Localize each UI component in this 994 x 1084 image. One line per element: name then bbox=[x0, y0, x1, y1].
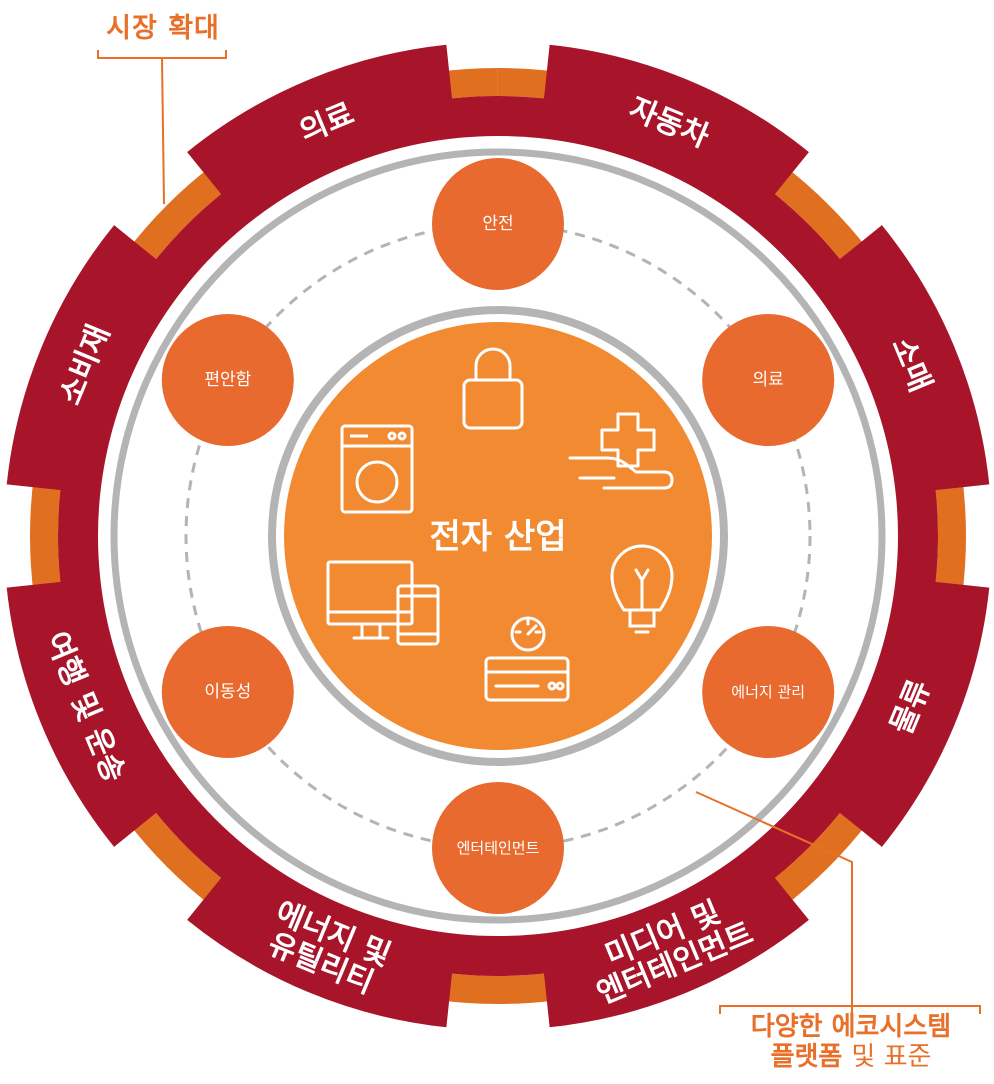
node-energy-management-circle bbox=[702, 626, 835, 758]
lightbulb-icon bbox=[610, 544, 674, 634]
outer-segment-logistics bbox=[808, 577, 990, 847]
meter-device-icon bbox=[484, 616, 570, 702]
node-mobility: 이동성 bbox=[161, 626, 294, 758]
node-mobility-label: 이동성 bbox=[204, 682, 251, 702]
node-safety-circle bbox=[432, 158, 564, 290]
outer-segment-medical bbox=[187, 44, 457, 226]
market-expansion-label: 시장 확대 bbox=[106, 13, 220, 44]
callout-lines bbox=[97, 50, 981, 1014]
devices-icon bbox=[326, 560, 440, 646]
node-medical-label: 의료 bbox=[753, 370, 784, 390]
market-callout-bracket bbox=[97, 50, 227, 59]
ecosystem-label-platform: 플랫폼 bbox=[770, 1042, 843, 1072]
gray-ring-inner bbox=[268, 306, 728, 766]
gray-ring-outer bbox=[110, 148, 886, 924]
node-entertainment-circle bbox=[432, 782, 564, 914]
outer-segment-automotive bbox=[539, 44, 809, 226]
ecosystem-callout-leader bbox=[695, 791, 853, 1014]
market-callout-leader bbox=[161, 57, 165, 205]
node-medical-circle bbox=[702, 314, 835, 446]
node-convenience-label: 편안함 bbox=[204, 370, 251, 390]
ecosystem-callout-bracket bbox=[719, 1005, 981, 1014]
node-safety: 안전 bbox=[432, 158, 564, 290]
node-energy-management: 에너지 관리 bbox=[702, 626, 835, 758]
node-mobility-circle bbox=[161, 626, 294, 758]
outer-segment-travel-transport bbox=[6, 577, 188, 847]
node-entertainment: 엔터테인먼트 bbox=[432, 782, 564, 914]
lock-icon bbox=[462, 347, 524, 430]
outer-segment-media-entertainment bbox=[539, 846, 809, 1028]
node-safety-label: 안전 bbox=[482, 214, 513, 234]
ecosystem-label-line2: 플랫폼 및 표준 bbox=[716, 1042, 986, 1072]
center-title: 전자 산업 bbox=[430, 517, 567, 557]
outer-segment-retail bbox=[808, 225, 990, 495]
ecosystem-label-line1: 다양한 에코시스템 bbox=[750, 1012, 952, 1042]
node-medical: 의료 bbox=[702, 314, 835, 446]
node-energy-management-label: 에너지 관리 bbox=[731, 683, 805, 701]
outer-segment-consumer bbox=[6, 225, 188, 495]
outer-segment-energy-utility bbox=[187, 846, 457, 1028]
center-hub: 전자 산업 bbox=[284, 322, 712, 750]
ecosystem-label: 다양한 에코시스템 플랫폼 및 표준 bbox=[716, 1012, 986, 1072]
node-convenience: 편안함 bbox=[161, 314, 294, 446]
washing-machine-icon bbox=[340, 424, 414, 514]
medical-hand-icon bbox=[568, 412, 674, 490]
node-convenience-circle bbox=[161, 314, 294, 446]
ecosystem-label-standards: 및 표준 bbox=[851, 1042, 932, 1072]
node-entertainment-label: 엔터테인먼트 bbox=[457, 839, 540, 857]
